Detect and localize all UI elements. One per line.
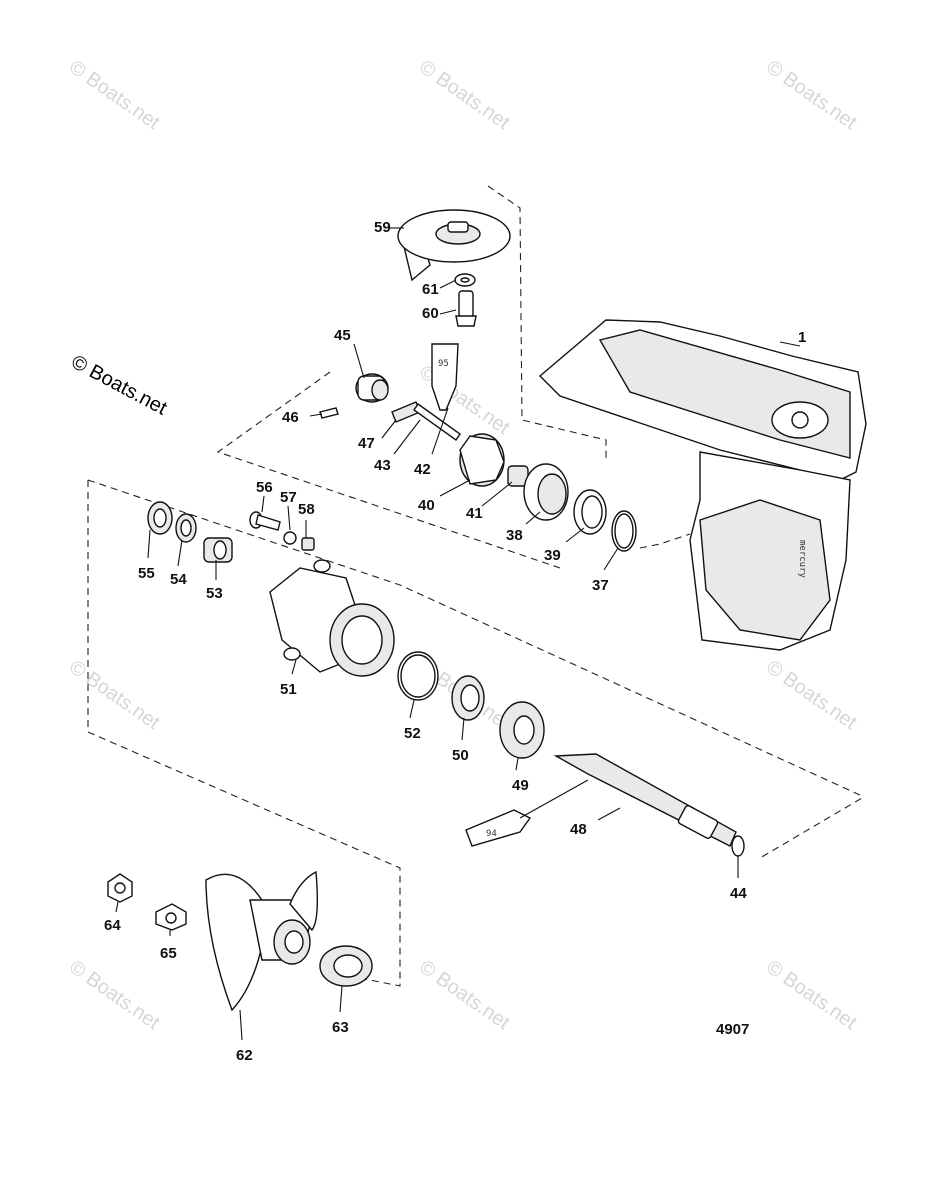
svg-text:mercury: mercury — [797, 540, 807, 579]
callout-label: 37 — [592, 577, 609, 594]
callout-label: 53 — [206, 585, 223, 602]
dash-outline-prop — [87, 479, 863, 859]
washer-small — [283, 531, 297, 545]
dash-outline-upper — [216, 371, 561, 569]
spring-small — [301, 537, 315, 551]
callout-label: 52 — [404, 725, 421, 742]
callout-label: 39 — [544, 547, 561, 564]
grease-tube-upper: 95 — [431, 343, 459, 411]
water-pump-base — [397, 209, 511, 282]
watermark: © Boats.net — [65, 656, 164, 734]
gear-housing: mercury — [538, 319, 867, 651]
shift-pin — [413, 403, 461, 441]
callout-label: 41 — [466, 505, 483, 522]
callout-label: 59 — [374, 219, 391, 236]
figure-number: 4907 — [716, 1021, 749, 1038]
o-ring — [611, 510, 637, 552]
assembly-outlines — [87, 185, 863, 987]
o-ring-shaft — [731, 835, 745, 857]
watermark: © Boats.net — [65, 56, 164, 134]
propeller — [205, 870, 319, 1012]
grease-tube-lower: 94 — [465, 809, 532, 847]
oil-seal-outer — [147, 501, 173, 535]
thrust-hub — [319, 945, 373, 987]
callout-label: 50 — [452, 747, 469, 764]
callout-label: 57 — [280, 489, 297, 506]
callout-label: 55 — [138, 565, 155, 582]
callout-label: 47 — [358, 435, 375, 452]
callout-label: 49 — [512, 777, 529, 794]
tube-label-lower: 94 — [486, 829, 497, 839]
forward-gear — [499, 701, 545, 759]
watermark: © Boats.net — [762, 56, 861, 134]
callout-label: 38 — [506, 527, 523, 544]
callout-label: 44 — [730, 885, 747, 902]
callout-label: 58 — [298, 501, 315, 518]
callout-label: 54 — [170, 571, 187, 588]
bearing-race — [523, 463, 569, 521]
propeller-shaft — [553, 753, 737, 847]
watermark: © Boats.net — [762, 656, 861, 734]
watermark: © Boats.net — [762, 956, 861, 1034]
callout-label: 1 — [798, 329, 806, 346]
copyright-label: © Boats.net — [68, 351, 171, 420]
callout-label: 45 — [334, 327, 351, 344]
callout-label: 46 — [282, 409, 299, 426]
bearing-carrier — [269, 559, 395, 677]
pin — [319, 407, 339, 419]
dash-outline-housing-link — [639, 533, 691, 549]
callout-label: 65 — [160, 945, 177, 962]
oil-seal-inner — [175, 513, 197, 543]
tab-washer — [155, 903, 187, 931]
bearing-cup — [573, 489, 607, 535]
callout-label: 64 — [104, 917, 121, 934]
callout-label: 56 — [256, 479, 273, 496]
sleeve-pin — [455, 290, 477, 327]
reverse-gear — [459, 433, 505, 487]
o-ring-carrier — [397, 651, 439, 701]
propeller-nut — [107, 873, 133, 903]
ball-bearing — [451, 675, 485, 721]
watermark: © Boats.net — [415, 361, 514, 439]
tube-label-upper: 95 — [438, 359, 449, 369]
watermark: © Boats.net — [65, 956, 164, 1034]
screw — [249, 511, 281, 531]
callout-label: 40 — [418, 497, 435, 514]
dash-outline-main — [87, 480, 401, 987]
callout-label: 51 — [280, 681, 297, 698]
watermark: © Boats.net — [415, 56, 514, 134]
watermark: © Boats.net — [415, 956, 514, 1034]
leader-lines — [115, 227, 801, 1041]
shift-cam-bushing — [355, 373, 389, 403]
callout-label: 61 — [422, 281, 439, 298]
callout-label: 60 — [422, 305, 439, 322]
callout-label: 43 — [374, 457, 391, 474]
callout-labels: 1 37 38 39 40 41 42 43 44 45 46 47 48 49… — [104, 219, 806, 1064]
callout-label: 48 — [570, 821, 587, 838]
callout-label: 63 — [332, 1019, 349, 1036]
roller-bearing — [203, 537, 233, 563]
callout-label: 42 — [414, 461, 431, 478]
washer — [454, 273, 476, 287]
callout-label: 62 — [236, 1047, 253, 1064]
dash-outline-water-pump — [487, 185, 607, 462]
